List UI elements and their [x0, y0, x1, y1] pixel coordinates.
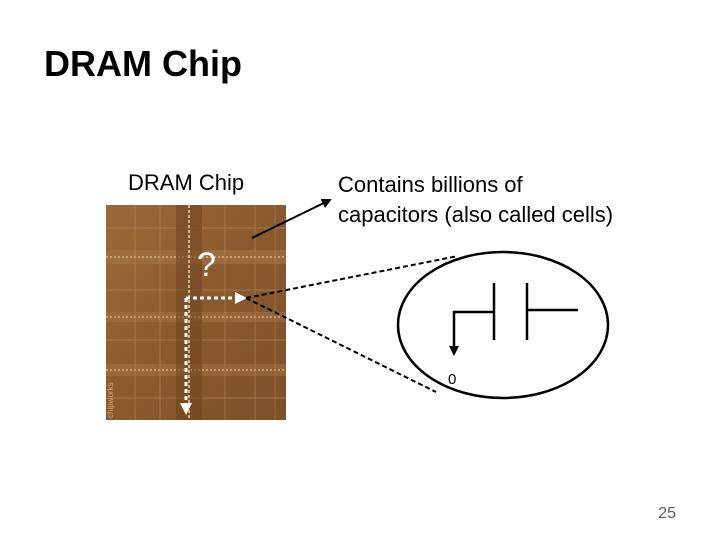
question-mark: ? — [197, 246, 216, 284]
dram-die-image: chipworks — [106, 205, 286, 420]
cell-value-label: 0 — [448, 371, 456, 388]
page-number: 25 — [620, 505, 676, 523]
cell-magnifier-circle — [398, 252, 608, 398]
die-watermark: chipworks — [106, 382, 115, 418]
